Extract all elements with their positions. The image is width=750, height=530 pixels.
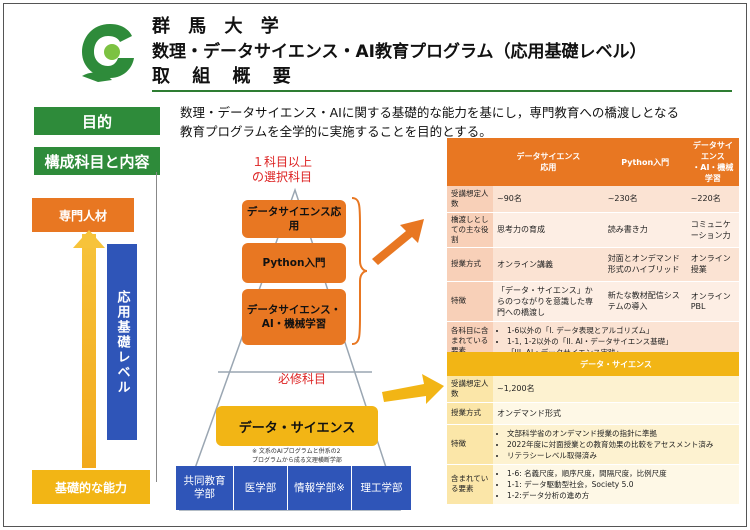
list-item: 2022年度に対面授業との教育効果の比較をアセスメント済み (507, 439, 735, 450)
col-python: Python入門 (603, 138, 687, 186)
gunma-university-logo (82, 24, 134, 82)
list-item: 文部科学省のオンデマンド授業の指針に準拠 (507, 428, 735, 439)
elective-note: １科目以上 の選択科目 (252, 155, 312, 185)
table-cell: コミュニケーション力 (686, 212, 739, 248)
course-ds-ai-ml-line-2: AI・機械学習 (261, 318, 327, 330)
elective-note-line-2: の選択科目 (252, 170, 313, 184)
required-course-note: ※ 文系のAIプログラムと併系の2 プログラムから成る文理横断学部 (252, 447, 342, 465)
table-corner (447, 138, 493, 186)
table-cell: オンデマンド形式 (493, 402, 739, 425)
required-course-note-line-1: ※ 文系のAIプログラムと併系の2 (252, 448, 341, 455)
list-item: 1-6: 名義尺度，順序尺度，間隔尺度，比例尺度 (507, 468, 735, 479)
required-course-table: データ・サイエンス 受講想定人数 ~1,200名 授業方式 オンデマンド形式 特… (447, 352, 739, 505)
table-cell: ~220名 (686, 186, 739, 213)
table-cell: オンライン講義 (493, 247, 604, 282)
col-data-science: データ・サイエンス (493, 352, 739, 376)
table-cell: 思考力の育成 (493, 212, 604, 248)
faculty-education: 共同教育 学部 (176, 466, 234, 510)
col-ds-ai-ml-line-1: データサイエンス (692, 141, 733, 161)
structure-bracket (156, 172, 162, 482)
list-item: 1-2:データ分析の進め方 (507, 490, 735, 501)
course-ds-ai-ml-line-1: データサイエンス・ (246, 304, 342, 316)
summary-title: 取 組 概 要 (152, 66, 299, 87)
required-course-note-line-2: プログラムから成る文理横断学部 (252, 457, 342, 464)
table-cell: 「データ・サイエンス」からのつながりを意識した専門への橋渡し (493, 281, 604, 322)
features-cell: 文部科学省のオンデマンド授業の指針に準拠 2022年度に対面授業との教育効果の比… (493, 424, 739, 465)
row-header: 橋渡しとしての主な役割 (447, 212, 493, 248)
purpose-line-1: 数理・データサイエンス・AIに関する基礎的な能力を基にし，専門教育への橋渡しとな… (180, 105, 679, 120)
header-divider (152, 90, 732, 92)
specialist-box: 専門人材 (32, 198, 134, 232)
faculty-education-line-2: 学部 (194, 488, 215, 500)
course-ds-applied: データサイエンス応用 (242, 200, 346, 238)
basic-ability-box: 基礎的な能力 (32, 470, 150, 504)
col-ds-applied: データサイエンス応用 (493, 138, 604, 186)
table-cell: ~1,200名 (493, 376, 739, 403)
course-ds-ai-ml: データサイエンス・ AI・機械学習 (242, 289, 346, 345)
elective-brace (351, 197, 368, 345)
course-python: Python入門 (242, 243, 346, 283)
purpose-line-2: 教育プログラムを全学的に実施することを目的とする。 (180, 124, 492, 139)
list-item: 1-6以外の「I. データ表現とアルゴリズム」 (507, 325, 735, 336)
list-item: 1-1: データ駆動型社会，Society 5.0 (507, 479, 735, 490)
applied-level-box: 応用基礎レベル (107, 244, 137, 440)
col-ds-ai-ml-line-2: ・AI・機械学習 (692, 163, 734, 183)
program-title: 数理・データサイエンス・AI教育プログラム（応用基礎レベル） (152, 42, 647, 62)
row-header: 含まれている要素 (447, 464, 493, 505)
arrow-to-top-table (372, 219, 424, 265)
list-item: リテラシーレベル取得済み (507, 450, 735, 461)
table-cell: ~90名 (493, 186, 604, 213)
purpose-text: 数理・データサイエンス・AIに関する基礎的な能力を基にし，専門教育への橋渡しとな… (180, 103, 679, 141)
arrow-to-bottom-table (382, 374, 444, 404)
row-header: 授業方式 (447, 402, 493, 425)
required-note: 必修科目 (278, 372, 327, 386)
university-name: 群 馬 大 学 (152, 16, 285, 37)
col-ds-ai-ml: データサイエンス・AI・機械学習 (686, 138, 739, 186)
elements-cell: 1-6: 名義尺度，順序尺度，間隔尺度，比例尺度 1-1: データ駆動型社会，S… (493, 464, 739, 505)
row-header: 受講想定人数 (447, 376, 493, 403)
faculty-education-line-1: 共同教育 (183, 475, 226, 487)
pyramid-outline (178, 187, 402, 511)
list-item: 1-1, 1-2以外の「II. AI・データサイエンス基礎」 (507, 336, 735, 347)
elective-note-line-1: １科目以上 (252, 155, 313, 169)
growth-arrow-head (73, 230, 105, 248)
table-cell: ~230名 (603, 186, 687, 213)
table-cell: 読み書き力 (603, 212, 687, 248)
structure-label: 構成科目と内容 (34, 147, 160, 175)
table-cell: オンライン授業 (686, 247, 739, 282)
col-ds-applied-line-1: データサイエンス (516, 152, 581, 161)
table-cell: 対面とオンデマンド形式のハイブリッド (603, 247, 687, 282)
faculty-informatics: 情報学部※ (288, 466, 352, 510)
row-header: 授業方式 (447, 247, 493, 282)
required-course-ds: データ・サイエンス (216, 406, 378, 446)
faculty-engineering: 理工学部 (352, 466, 412, 510)
elective-course-table: データサイエンス応用 Python入門 データサイエンス・AI・機械学習 受講想… (447, 138, 739, 362)
table-corner (447, 352, 493, 376)
table-cell: オンラインPBL (686, 281, 739, 322)
faculty-medicine: 医学部 (234, 466, 288, 510)
table-cell: 新たな教材配信システムの導入 (603, 281, 687, 322)
row-header: 受講想定人数 (447, 186, 493, 213)
growth-arrow (82, 234, 96, 468)
col-ds-applied-line-2: 応用 (540, 163, 557, 172)
row-header: 特徴 (447, 424, 493, 465)
page-frame (3, 3, 747, 527)
purpose-label: 目的 (34, 107, 160, 135)
row-header: 特徴 (447, 281, 493, 322)
